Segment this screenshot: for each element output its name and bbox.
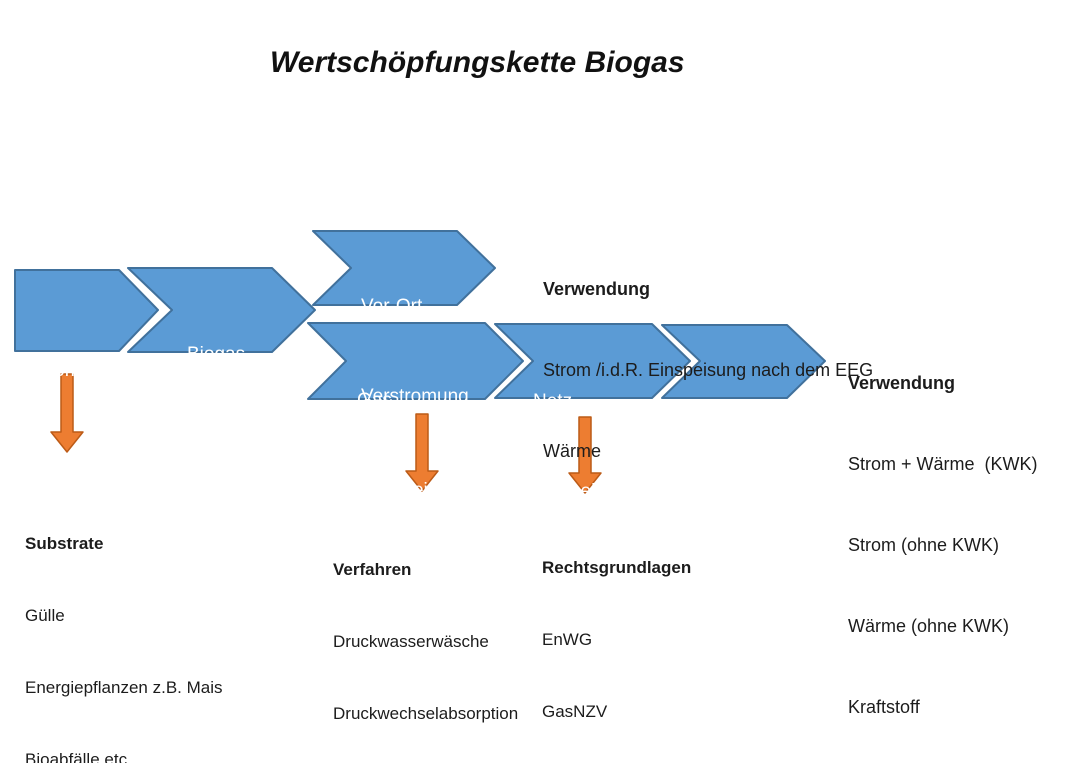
- rechtsgrundlagen-item: EnWG: [542, 630, 593, 649]
- stage-label-line: Netz-: [533, 391, 579, 412]
- vor-ort-verstromung-chevron-shape: [312, 230, 496, 306]
- stage-label-line: Einspeisung: [533, 481, 637, 502]
- verwendung-netz-block: Verwendung Strom + Wärme (KWK) Strom (oh…: [848, 316, 1038, 763]
- stage-label-line: Erzeugung: [187, 434, 279, 455]
- verwendung-netz-item: Kraftstoff: [848, 697, 920, 717]
- vertrieb-chevron-shape: [661, 324, 826, 399]
- stage-label-line: Vor-Ort-: [361, 296, 429, 317]
- rechtsgrundlagen-item: GasNZV: [542, 702, 608, 721]
- netz-einspeisung-chevron-shape: [494, 323, 691, 399]
- verwendung-vor-ort-item: Wärme: [543, 441, 601, 461]
- verwendung-netz-item: Strom + Wärme (KWK): [848, 454, 1038, 474]
- substrate-item: Bioabfälle etc.: [25, 750, 132, 763]
- verfahren-block: Verfahren Druckwasserwäsche Druckwechsel…: [333, 510, 518, 763]
- down-arrow-verfahren-icon: [405, 413, 439, 492]
- biogas-erzeugung-chevron-shape: [127, 267, 316, 353]
- stage-label-gas-aufbereitung: Gas- Aufbereitung: [357, 326, 465, 566]
- down-arrow-rechtsgrundlagen-icon: [568, 416, 602, 494]
- verwendung-vor-ort-heading: Verwendung: [543, 279, 651, 299]
- verfahren-heading: Verfahren: [333, 560, 412, 579]
- stage-label-line: Biomasse: [37, 360, 121, 381]
- verwendung-vor-ort-item: Strom /i.d.R. Einspeisung nach dem EEG: [543, 360, 874, 380]
- stage-label-netz-einspeisung: Netz- Einspeisung: [533, 327, 637, 567]
- substrate-item: Energiepflanzen z.B. Mais: [25, 678, 223, 697]
- stage-label-line: Biogas-: [187, 344, 252, 365]
- down-arrow-substrate-icon: [50, 373, 84, 453]
- stage-label-biogas-erzeugung: Biogas- Erzeugung: [187, 280, 279, 520]
- stage-label-vor-ort-verstromung: Vor-Ort- Verstromung: [361, 232, 469, 472]
- page-title: Wertschöpfungskette Biogas: [270, 46, 685, 79]
- stage-label-line: Gas-: [357, 390, 399, 411]
- verwendung-netz-heading: Verwendung: [848, 373, 956, 393]
- gas-aufbereitung-chevron-shape: [307, 322, 524, 400]
- substrate-heading: Substrate: [25, 534, 104, 553]
- stage-label-biomasse: Biomasse: [15, 296, 143, 446]
- stage-label-line: Aufbereitung: [357, 480, 465, 501]
- verfahren-item: Druckwechselabsorption: [333, 704, 519, 723]
- rechtsgrundlagen-block: Rechtsgrundlagen EnWG GasNZV GasNEV etc.: [542, 508, 691, 763]
- verfahren-item: Druckwasserwäsche: [333, 632, 489, 651]
- verwendung-vor-ort-block: Verwendung Strom /i.d.R. Einspeisung nac…: [543, 222, 873, 519]
- verwendung-netz-item: Strom (ohne KWK): [848, 535, 1000, 555]
- stage-label-vertrieb: Vertrieb: [714, 347, 779, 497]
- stage-label-line: Vertrieb: [714, 411, 780, 432]
- biomasse-arrow-shape: [14, 269, 159, 352]
- substrate-item: Gülle: [25, 606, 65, 625]
- substrate-block: Substrate Gülle Energiepflanzen z.B. Mai…: [25, 484, 223, 763]
- stage-label-line: Verstromung: [361, 386, 469, 407]
- rechtsgrundlagen-heading: Rechtsgrundlagen: [542, 558, 692, 577]
- verwendung-netz-item: Wärme (ohne KWK): [848, 616, 1010, 636]
